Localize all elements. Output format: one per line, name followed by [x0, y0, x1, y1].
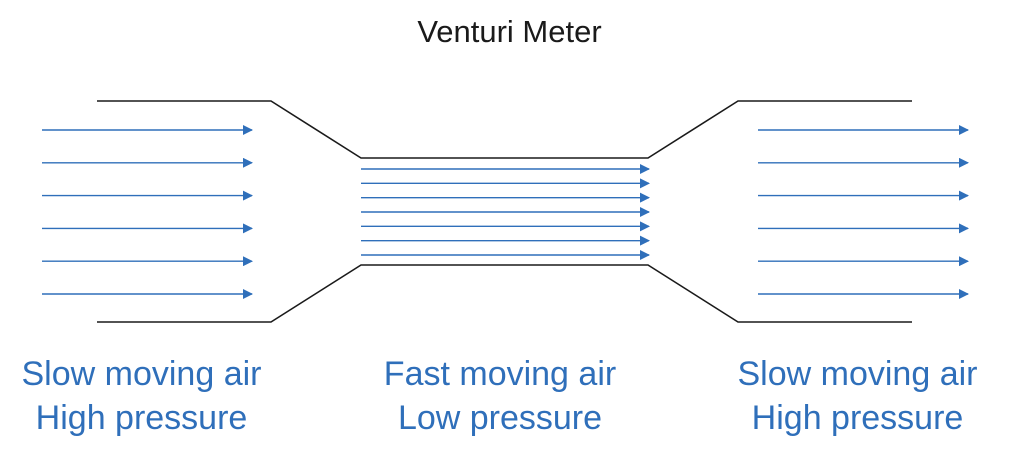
- arrows-middle-group: [361, 164, 650, 260]
- label-left: Slow moving air High pressure: [0, 352, 283, 440]
- label-right-line1: Slow moving air: [737, 355, 978, 393]
- label-right: Slow moving air High pressure: [715, 352, 1000, 440]
- tube-bottom-wall: [97, 264, 912, 323]
- label-right-line2: High pressure: [751, 399, 964, 437]
- diagram-title: Venturi Meter: [417, 14, 602, 49]
- label-left-line1: Slow moving air: [21, 355, 262, 393]
- label-left-line2: High pressure: [35, 399, 248, 437]
- label-middle: Fast moving air Low pressure: [355, 352, 645, 440]
- arrows-left-group: [42, 125, 253, 299]
- label-middle-line2: Low pressure: [397, 399, 603, 437]
- tube-top-wall: [97, 100, 912, 159]
- label-middle-line1: Fast moving air: [383, 355, 617, 393]
- arrows-right-group: [758, 125, 969, 299]
